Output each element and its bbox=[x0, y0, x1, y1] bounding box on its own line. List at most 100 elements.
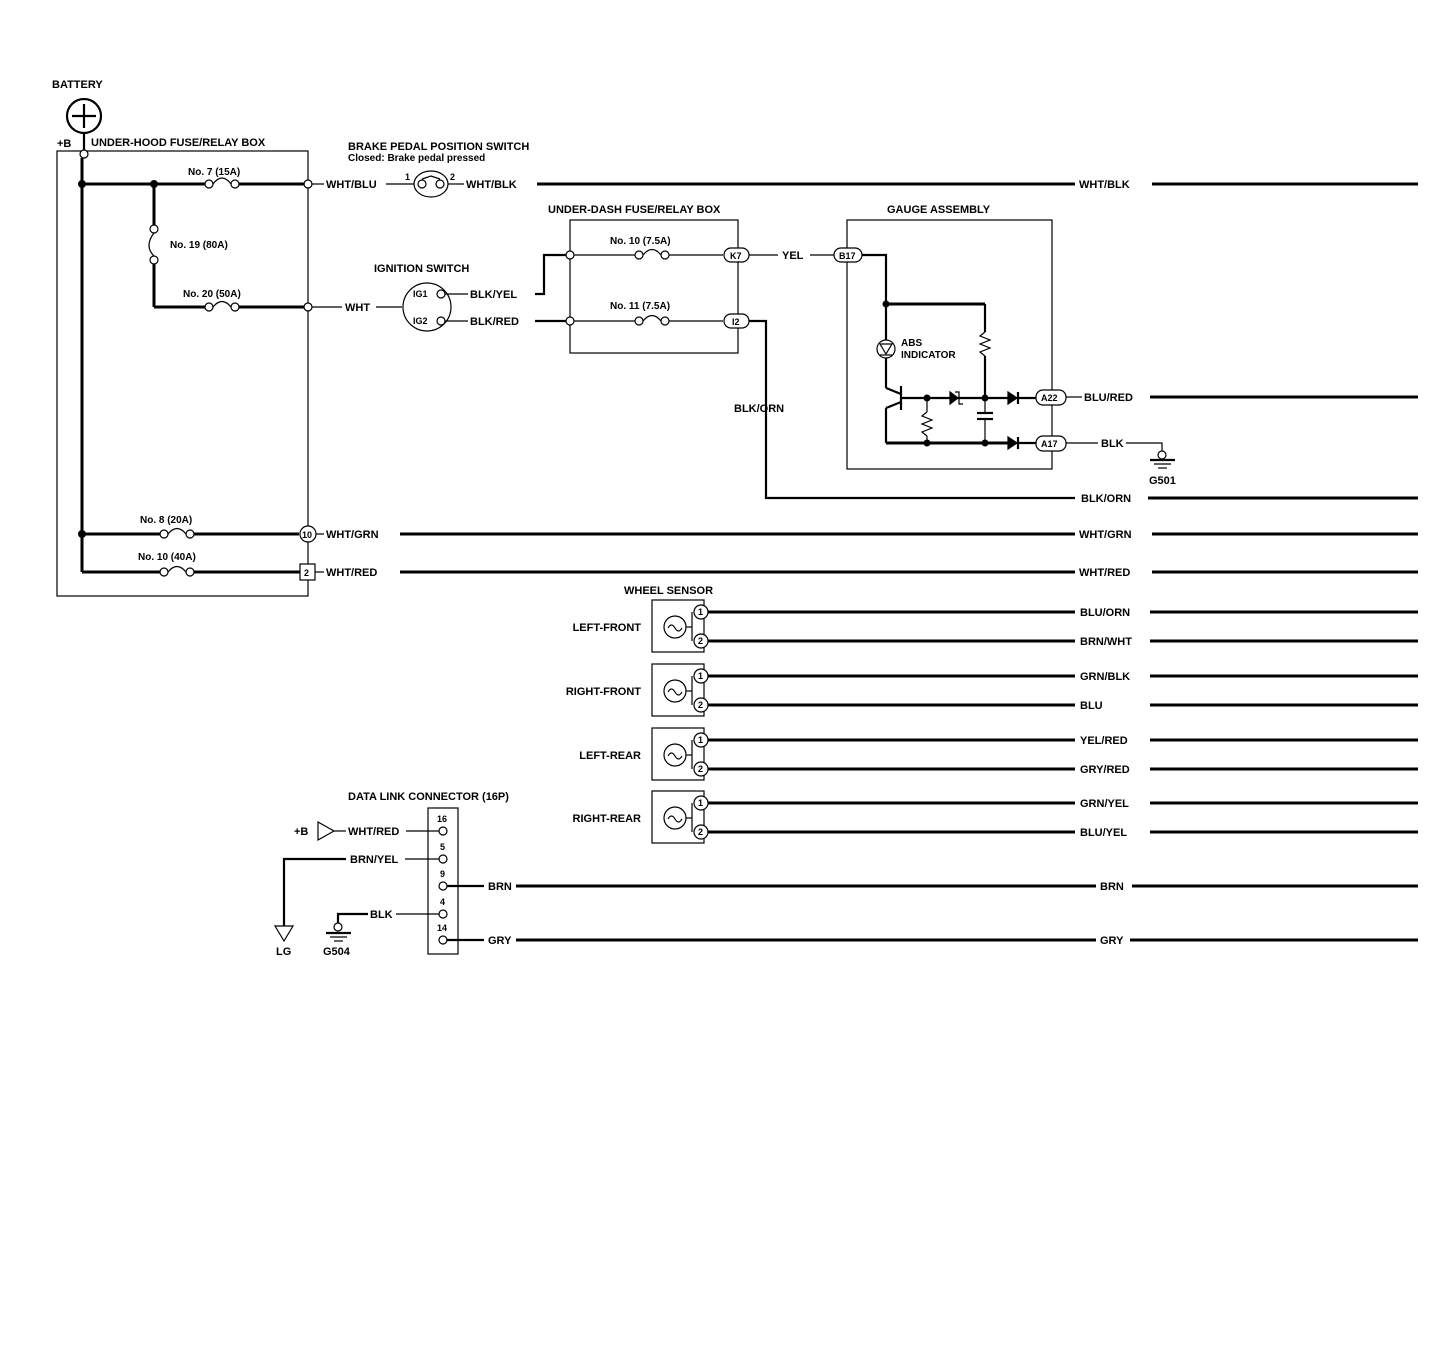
fuse-no20 bbox=[204, 300, 240, 312]
wire-wht-red-right: WHT/RED bbox=[1079, 567, 1130, 579]
wire-blk-yel: BLK/YEL bbox=[470, 289, 517, 301]
sensor-wire-1: GRN/BLK bbox=[1080, 671, 1130, 683]
fuse-no7-label: No. 7 (15A) bbox=[188, 167, 240, 178]
ground-g501-symbol bbox=[1150, 450, 1175, 469]
sensor-wire-2: BLU/YEL bbox=[1080, 827, 1127, 839]
abs-label-1: ABS bbox=[901, 338, 922, 349]
sine-icon bbox=[667, 688, 683, 696]
fuse-no19 bbox=[148, 224, 159, 265]
wire-blk-orn-right: BLK/ORN bbox=[1081, 493, 1131, 505]
wheel-sensor-title: WHEEL SENSOR bbox=[624, 585, 713, 597]
brake-pin-2: 2 bbox=[450, 172, 455, 182]
brake-switch-title: BRAKE PEDAL POSITION SWITCH bbox=[348, 141, 529, 153]
abs-label-2: INDICATOR bbox=[901, 350, 956, 361]
wire-blk: BLK bbox=[1101, 438, 1124, 450]
dlc-title: DATA LINK CONNECTOR (16P) bbox=[348, 791, 509, 803]
sensor-wire-1: BLU/ORN bbox=[1080, 607, 1130, 619]
sensor-pin-1-label: 1 bbox=[698, 671, 703, 681]
fuse-no7 bbox=[204, 177, 240, 189]
dlc-plus-b-arrow bbox=[317, 820, 336, 842]
wire-wht-red: WHT/RED bbox=[326, 567, 377, 579]
gauge-outputs: BLU/RED BLK G501 bbox=[1066, 392, 1418, 487]
connector-b17: B17 bbox=[839, 251, 856, 261]
fuse-no19-label: No. 19 (80A) bbox=[170, 240, 228, 251]
battery: BATTERY +B bbox=[52, 79, 103, 151]
sensor-name-right-rear: RIGHT-REAR bbox=[573, 813, 642, 825]
wire-wht-blk-right: WHT/BLK bbox=[1079, 179, 1130, 191]
connector-a22: A22 bbox=[1041, 393, 1058, 403]
logic-ground-symbol bbox=[273, 925, 295, 943]
fuse-no10-40a-label: No. 10 (40A) bbox=[138, 552, 196, 563]
sensor-pin-2-label: 2 bbox=[698, 700, 703, 710]
sensor-wire-2: BRN/WHT bbox=[1080, 636, 1132, 648]
wheel-sensor-left-rear bbox=[651, 727, 705, 781]
battery-label: BATTERY bbox=[52, 79, 103, 91]
ignition-title: IGNITION SWITCH bbox=[374, 263, 469, 275]
underdash-fuse-box: UNDER-DASH FUSE/RELAY BOX No. 10 (7.5A) … bbox=[548, 204, 750, 354]
abs-indicator-lamp bbox=[876, 339, 896, 359]
dlc-gry: GRY bbox=[488, 935, 512, 947]
fuse-no8 bbox=[159, 527, 195, 539]
sensor-wire-1: YEL/RED bbox=[1080, 735, 1128, 747]
dlc-brn-yel: BRN/YEL bbox=[350, 854, 399, 866]
sensor-pin-1-label: 1 bbox=[698, 735, 703, 745]
sensor-wire-1: GRN/YEL bbox=[1080, 798, 1129, 810]
wheel-sensors: 12LEFT-FRONTBLU/ORNBRN/WHT12RIGHT-FRONTG… bbox=[566, 599, 1418, 844]
dlc-pin-16: 16 bbox=[437, 814, 447, 824]
dlc-blk: BLK bbox=[370, 909, 393, 921]
sensor-name-left-rear: LEFT-REAR bbox=[579, 750, 641, 762]
ground-g501: G501 bbox=[1149, 475, 1176, 487]
wire-blk-orn: BLK/ORN bbox=[734, 403, 784, 415]
terminal-10: 10 bbox=[302, 530, 312, 540]
ignition-switch: IG1 IG2 bbox=[402, 282, 452, 332]
data-link-connector: DATA LINK CONNECTOR (16P) 16 5 9 4 14 +B… bbox=[273, 791, 1418, 958]
sine-icon bbox=[667, 815, 683, 823]
ignition-ig2: IG2 bbox=[413, 316, 428, 326]
connector-i2: I2 bbox=[732, 317, 740, 327]
sensor-name-right-front: RIGHT-FRONT bbox=[566, 686, 641, 698]
wire-yel: YEL bbox=[782, 250, 804, 262]
brake-pedal-switch bbox=[413, 170, 449, 198]
power-outputs: WHT/GRN WHT/GRN WHT/RED WHT/RED bbox=[315, 529, 1418, 579]
dlc-pin-5: 5 bbox=[440, 842, 445, 852]
wire-wht-blk: WHT/BLK bbox=[466, 179, 517, 191]
wheel-sensor-left-front bbox=[651, 599, 705, 653]
dlc-pin-9: 9 bbox=[440, 869, 445, 879]
dlc-pin-4: 4 bbox=[440, 897, 445, 907]
dlc-lg: LG bbox=[276, 946, 291, 958]
sensor-pin-1-label: 1 bbox=[698, 607, 703, 617]
wheel-sensor-right-rear bbox=[651, 790, 705, 844]
brake-pin-1: 1 bbox=[405, 172, 410, 182]
sensor-wire-2: GRY/RED bbox=[1080, 764, 1130, 776]
connector-a17: A17 bbox=[1041, 439, 1058, 449]
connector-k7: K7 bbox=[730, 251, 742, 261]
sensor-wire-2: BLU bbox=[1080, 700, 1103, 712]
fuse-dash-no10 bbox=[634, 248, 670, 260]
ignition-circuit: WHT IGNITION SWITCH IG1 IG2 BLK/YEL BLK/… bbox=[312, 253, 566, 332]
gauge-assembly: GAUGE ASSEMBLY B17 ABS INDICATOR bbox=[833, 204, 1067, 470]
fuse-dash-no11 bbox=[634, 314, 670, 326]
sensor-pin-1-label: 1 bbox=[698, 798, 703, 808]
sensor-pin-2-label: 2 bbox=[698, 764, 703, 774]
gauge-title: GAUGE ASSEMBLY bbox=[887, 204, 991, 216]
sine-icon bbox=[667, 624, 683, 632]
plus-b-label: +B bbox=[57, 138, 71, 150]
underdash-title: UNDER-DASH FUSE/RELAY BOX bbox=[548, 204, 721, 216]
wire-blu-red: BLU/RED bbox=[1084, 392, 1133, 404]
terminal-2: 2 bbox=[304, 568, 309, 578]
dlc-brn-right: BRN bbox=[1100, 881, 1124, 893]
dlc-gry-right: GRY bbox=[1100, 935, 1124, 947]
wheel-sensor-right-front bbox=[651, 663, 705, 717]
fuse-dash-no10-label: No. 10 (7.5A) bbox=[610, 236, 671, 247]
brake-switch-note: Closed: Brake pedal pressed bbox=[348, 153, 485, 164]
dlc-brn: BRN bbox=[488, 881, 512, 893]
dlc-plus-b: +B bbox=[294, 826, 308, 838]
fuse-dash-no11-label: No. 11 (7.5A) bbox=[610, 301, 670, 312]
sensor-pin-2-label: 2 bbox=[698, 827, 703, 837]
sensor-pin-2-label: 2 bbox=[698, 636, 703, 646]
wire-wht-blu: WHT/BLU bbox=[326, 179, 377, 191]
dash-outputs: YEL BLK/ORN BLK/ORN bbox=[734, 250, 1418, 505]
wire-wht: WHT bbox=[345, 302, 370, 314]
fuse-no20-label: No. 20 (50A) bbox=[183, 289, 241, 300]
